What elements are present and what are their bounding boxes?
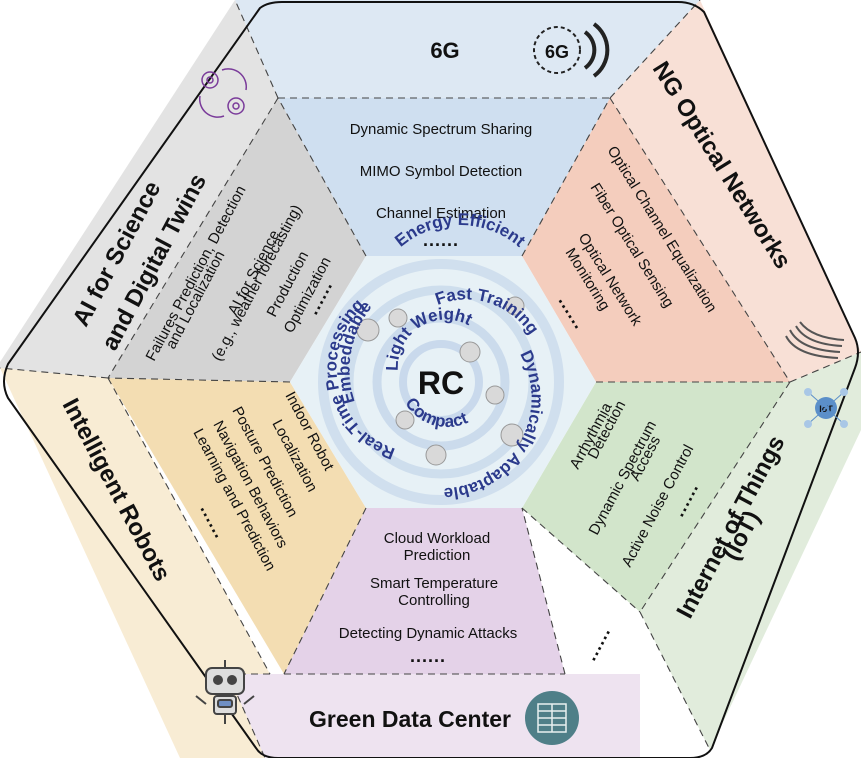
server-rack-icon [525, 691, 579, 745]
network-nodes [356, 296, 525, 466]
ai-gears-icon [198, 68, 248, 118]
datacenter-item-2b: Controlling [398, 592, 470, 609]
datacenter-item-2a: Smart Temperature [370, 575, 498, 592]
svg-text:6G: 6G [545, 42, 569, 62]
robot-icon [195, 660, 255, 724]
6g-signal-icon: 6G [533, 22, 610, 78]
sector-optical-inner [522, 98, 790, 382]
sector-iot-inner [522, 382, 790, 612]
sector-6g-outer [235, 0, 700, 98]
sector-6g-inner [278, 98, 610, 256]
sector-robots-inner [108, 378, 366, 674]
sector-iot-outer [640, 352, 861, 750]
datacenter-item-1b: Prediction [404, 547, 471, 564]
datacenter-item-1a: Cloud Workload [384, 530, 490, 547]
other-ellipsis: ...... [580, 623, 615, 664]
sector-ai-inner [108, 98, 366, 382]
sector-robots-outer [0, 368, 270, 758]
sector-ai-outer [0, 0, 278, 378]
optical-fiber-icon [785, 321, 845, 359]
datacenter-ellipsis: ...... [410, 646, 446, 666]
sector-optical-outer [610, 0, 861, 382]
center-label: RC [418, 365, 464, 401]
sector-datacenter-title: Green Data Center [309, 706, 511, 732]
sector-datacenter-inner [284, 508, 565, 674]
datacenter-item-3: Detecting Dynamic Attacks [339, 625, 517, 642]
svg-text:IoT: IoT [819, 404, 833, 414]
6g-ellipsis: ...... [423, 230, 459, 250]
iot-network-icon: IoT [804, 388, 848, 428]
6g-item-2: MIMO Symbol Detection [360, 163, 523, 180]
6g-item-1: Dynamic Spectrum Sharing [350, 121, 533, 138]
6g-item-3: Channel Estimation [376, 205, 506, 222]
outer-hexagon-border [3, 0, 859, 758]
sector-6g-title: 6G [430, 38, 459, 63]
